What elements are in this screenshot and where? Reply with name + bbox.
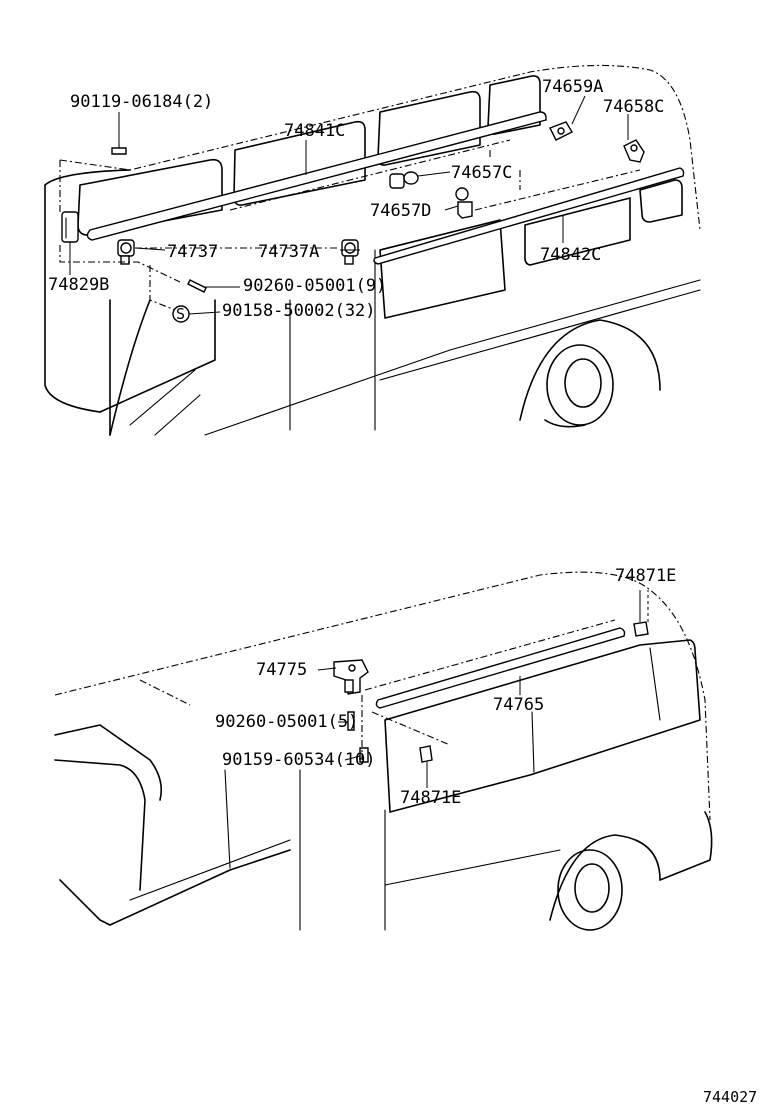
molding-74842C [373,167,685,265]
label-74871E-top: 74871E [615,566,676,586]
label-74658C: 74658C [603,97,664,117]
label-74829B: 74829B [48,275,109,295]
label-74737A: 74737A [258,242,319,262]
clip-74871E-bottom [419,745,433,763]
bracket-74775 [333,659,369,695]
label-90159-60534: 90159-60534(10) [222,750,376,770]
lower-van-body [54,571,713,931]
label-74842C: 74842C [540,245,601,265]
clip-74737A [341,239,359,265]
upper-van-body [44,64,701,436]
label-74871E-bottom: 74871E [400,788,461,808]
svg-text:S: S [176,305,185,323]
label-74737: 74737 [167,242,218,262]
label-74657C: 74657C [451,163,512,183]
molding-74765 [375,627,626,709]
screw-90119 [111,143,127,155]
clip-74737 [117,239,135,265]
clip-74659A [549,121,573,141]
screw-90260-lower [347,711,355,731]
label-90260-05001-lower: 90260-05001(5) [215,712,358,732]
label-74659A: 74659A [542,77,603,97]
diagram-id: 744027 [703,1088,757,1106]
label-74765: 74765 [493,695,544,715]
clip-74658C [623,139,645,163]
clip-74871E-top [633,621,649,637]
label-74775: 74775 [256,660,307,680]
clip-74657C [389,171,419,189]
label-74657D: 74657D [370,201,431,221]
clip-74829B [61,211,79,243]
label-90158-50002: 90158-50002(32) [222,301,376,321]
clip-74657D [455,187,473,219]
label-90119-06184: 90119-06184(2) [70,92,213,112]
s-symbol: S [172,305,190,323]
screw-90260-upper [187,279,207,293]
label-90260-05001-upper: 90260-05001(9) [243,276,386,296]
label-74841C: 74841C [284,121,345,141]
molding-74841C [86,111,547,241]
